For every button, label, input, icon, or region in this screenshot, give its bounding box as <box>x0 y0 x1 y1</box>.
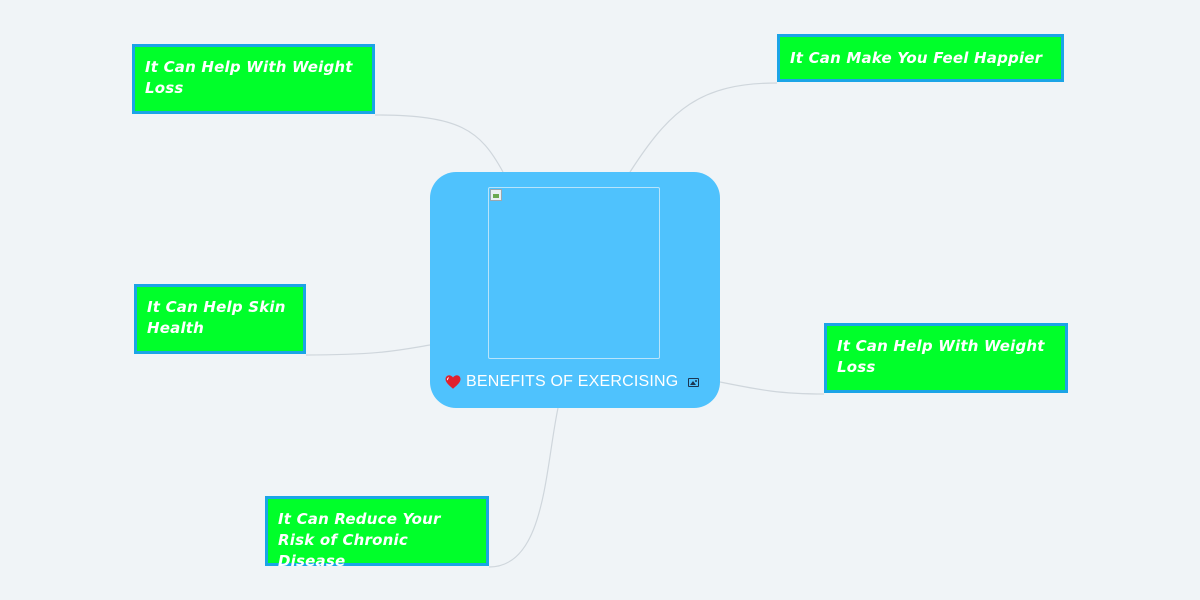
broken-image-icon <box>490 189 502 201</box>
branch-node-weight-loss-right[interactable]: It Can Help With Weight Loss <box>824 323 1068 393</box>
connector-weight-loss-right <box>719 381 825 395</box>
branch-node-skin-health[interactable]: It Can Help Skin Health <box>134 284 306 354</box>
central-topic-label: BENEFITS OF EXERCISING <box>466 373 679 390</box>
branch-node-chronic-disease[interactable]: It Can Reduce Your Risk of Chronic Disea… <box>265 496 489 570</box>
topic-image[interactable] <box>488 187 660 359</box>
picture-icon[interactable] <box>688 377 700 387</box>
branch-node-weight-loss-left[interactable]: It Can Help With Weight Loss <box>132 44 375 114</box>
branch-node-happier[interactable]: It Can Make You Feel Happier <box>777 34 1064 82</box>
central-topic-label-row: BENEFITS OF EXERCISING <box>444 371 706 393</box>
connector-chronic <box>488 407 559 568</box>
connector-weight-loss-left <box>374 114 504 173</box>
central-topic[interactable]: BENEFITS OF EXERCISING <box>430 172 720 408</box>
connector-happier <box>629 82 778 173</box>
connector-skin-health <box>305 344 431 356</box>
heart-icon <box>445 375 461 389</box>
